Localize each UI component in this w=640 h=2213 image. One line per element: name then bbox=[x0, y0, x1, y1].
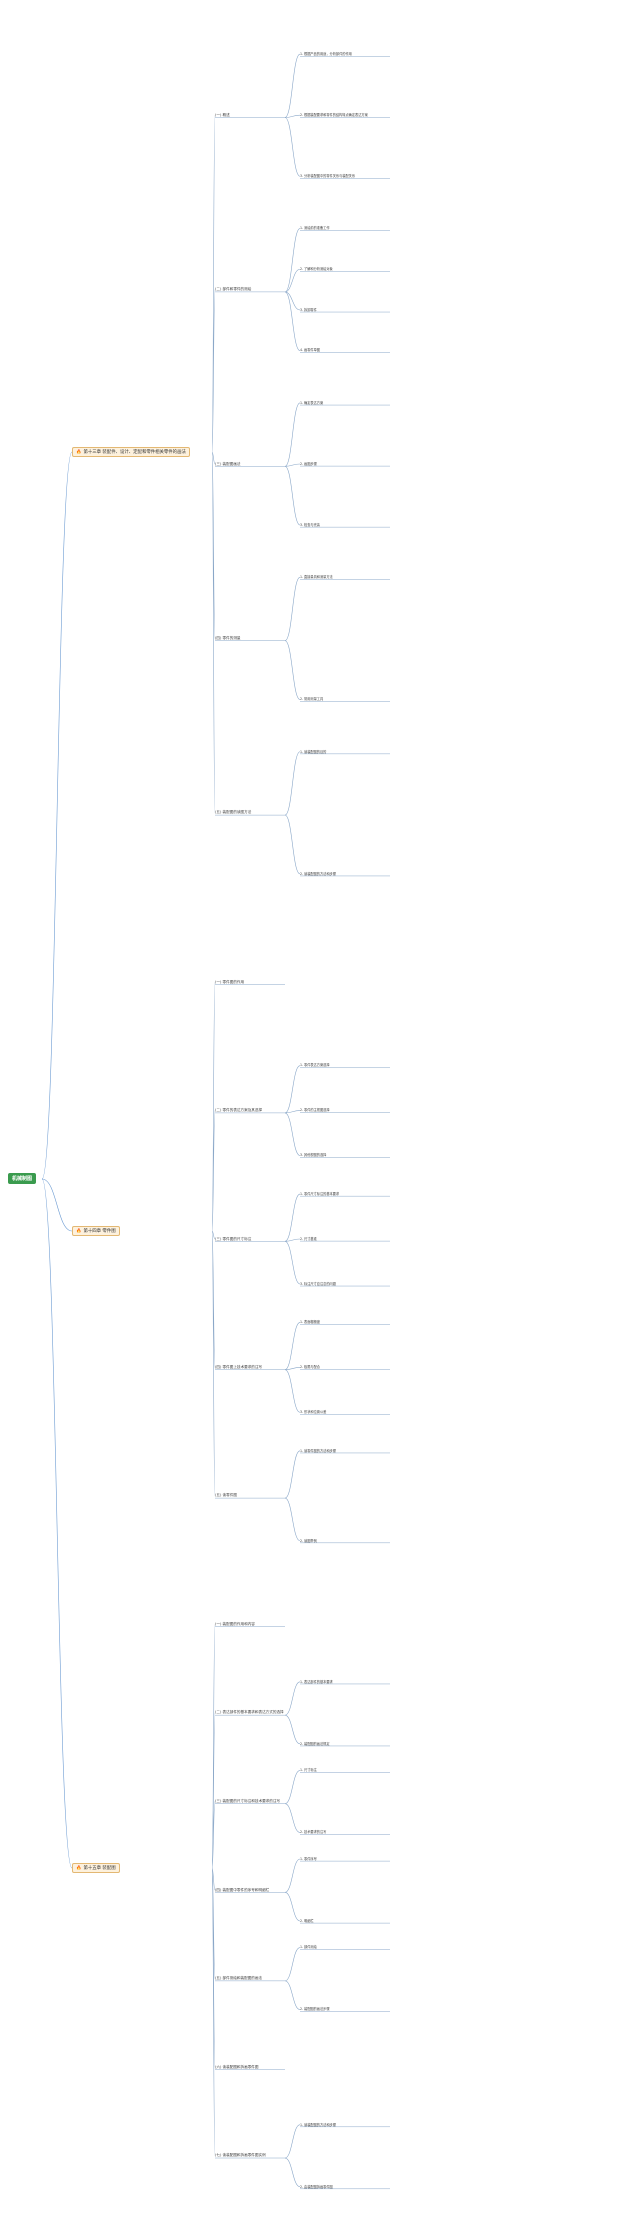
item-node[interactable]: 1. 确定表达方案 bbox=[300, 400, 324, 405]
root-node[interactable]: 机械制图 bbox=[8, 1173, 37, 1184]
section-node[interactable]: (四) 装配图中零件的序号和明细栏 bbox=[215, 1887, 270, 1892]
section-node[interactable]: (七) 读装配图和拆画零件图实例 bbox=[215, 2153, 266, 2158]
item-node[interactable]: 2. 了解和分析测绘对象 bbox=[300, 267, 333, 272]
item-node[interactable]: 2. 零件的主视图选择 bbox=[300, 1108, 330, 1113]
section-node[interactable]: (四) 零件图上技术要求的注写 bbox=[215, 1364, 263, 1369]
chapter-14-label: 第十四章 零件图 bbox=[83, 1229, 116, 1234]
section-node[interactable]: (五) 装配图的读图方法 bbox=[215, 810, 252, 815]
item-node[interactable]: 2. 装配图的画法步骤 bbox=[300, 2007, 330, 2012]
section-node[interactable]: (三) 装配图的尺寸标注和技术要求的注写 bbox=[215, 1798, 281, 1803]
item-node[interactable]: 1. 根据产品的用途，分析部件的作用 bbox=[300, 51, 352, 56]
item-node[interactable]: 2. 极限与配合 bbox=[300, 1365, 320, 1370]
root-label: 机械制图 bbox=[12, 1176, 33, 1182]
chapter-13-label: 第十三章 装配件、设计、定配和零件相关零件的画法 bbox=[83, 450, 186, 455]
item-node[interactable]: 1. 零件尺寸标注的基本要求 bbox=[300, 1191, 340, 1196]
item-node[interactable]: 1. 直接量具和测量方法 bbox=[300, 575, 333, 580]
item-node[interactable]: 1. 部件测绘 bbox=[300, 1945, 317, 1950]
fire-icon: 🔥 bbox=[76, 450, 82, 455]
item-node[interactable]: 1. 零件表达方案选择 bbox=[300, 1063, 330, 1068]
item-node[interactable]: 1. 表达部件的基本要求 bbox=[300, 1679, 333, 1684]
section-node[interactable]: (三) 零件图的尺寸标注 bbox=[215, 1236, 252, 1241]
section-node[interactable]: (二) 部件和零件的测绘 bbox=[215, 287, 252, 292]
item-node[interactable]: 1. 尺寸标注 bbox=[300, 1768, 317, 1773]
section-node[interactable]: (一) 装配图的作用和内容 bbox=[215, 1621, 255, 1626]
item-node[interactable]: 2. 常用测量工具 bbox=[300, 697, 324, 702]
fire-icon: 🔥 bbox=[76, 1229, 82, 1234]
section-node[interactable]: (六) 读装配图和拆画零件图 bbox=[215, 2064, 259, 2069]
chapter-13[interactable]: 🔥第十三章 装配件、设计、定配和零件相关零件的画法 bbox=[72, 447, 190, 457]
item-node[interactable]: 2. 明细栏 bbox=[300, 1918, 314, 1923]
section-node[interactable]: (一) 概述 bbox=[215, 112, 230, 117]
section-node[interactable]: (二) 表达部件的基本要求和表达方式的选择 bbox=[215, 1710, 284, 1715]
section-node[interactable]: (二) 零件的表达方案及其选择 bbox=[215, 1108, 263, 1113]
chapter-14[interactable]: 🔥第十四章 零件图 bbox=[72, 1226, 120, 1236]
section-node[interactable]: (四) 零件的测量 bbox=[215, 635, 241, 640]
item-node[interactable]: 3. 其他视图的选择 bbox=[300, 1153, 327, 1158]
item-node[interactable]: 2. 装配图的画法规定 bbox=[300, 1741, 330, 1746]
item-node[interactable]: 3. 分析装配图中的零件关系与装配关系 bbox=[300, 174, 356, 179]
item-node[interactable]: 1. 读装配图的目的 bbox=[300, 749, 327, 754]
section-node[interactable]: (一) 零件图的作用 bbox=[215, 979, 245, 984]
section-node[interactable]: (三) 装配图画法 bbox=[215, 461, 241, 466]
item-node[interactable]: 4. 画零件草图 bbox=[300, 348, 320, 353]
section-node[interactable]: (五) 读零件图 bbox=[215, 1493, 237, 1498]
chapter-15[interactable]: 🔥第十五章 装配图 bbox=[72, 1863, 120, 1873]
item-node[interactable]: 3. 检查与完善 bbox=[300, 522, 320, 527]
item-node[interactable]: 3. 形状和位置公差 bbox=[300, 1410, 327, 1415]
item-node[interactable]: 2. 技术要求的注写 bbox=[300, 1830, 327, 1835]
item-node[interactable]: 2. 由装配图拆画零件图 bbox=[300, 2184, 333, 2189]
section-node[interactable]: (五) 部件测绘和装配图的画法 bbox=[215, 1976, 263, 1981]
item-node[interactable]: 1. 表面粗糙度 bbox=[300, 1320, 320, 1325]
item-node[interactable]: 1. 测绘前的准备工作 bbox=[300, 226, 330, 231]
item-node[interactable]: 2. 读图举例 bbox=[300, 1538, 317, 1543]
chapter-15-label: 第十五章 装配图 bbox=[83, 1866, 116, 1871]
item-node[interactable]: 2. 读装配图的方法和步骤 bbox=[300, 871, 336, 876]
item-node[interactable]: 2. 画图步骤 bbox=[300, 461, 317, 466]
item-node[interactable]: 1. 零件序号 bbox=[300, 1856, 317, 1861]
fire-icon: 🔥 bbox=[76, 1866, 82, 1871]
item-node[interactable]: 3. 拆卸零件 bbox=[300, 307, 317, 312]
item-node[interactable]: 2. 尺寸基准 bbox=[300, 1236, 317, 1241]
item-node[interactable]: 1. 读装配图的方法和步骤 bbox=[300, 2122, 336, 2127]
item-node[interactable]: 1. 读零件图的方法和步骤 bbox=[300, 1448, 336, 1453]
item-node[interactable]: 3. 标注尺寸应注意的问题 bbox=[300, 1281, 336, 1286]
item-node[interactable]: 2. 根据装配要求和零件的结构特点确定表达方案 bbox=[300, 113, 368, 117]
